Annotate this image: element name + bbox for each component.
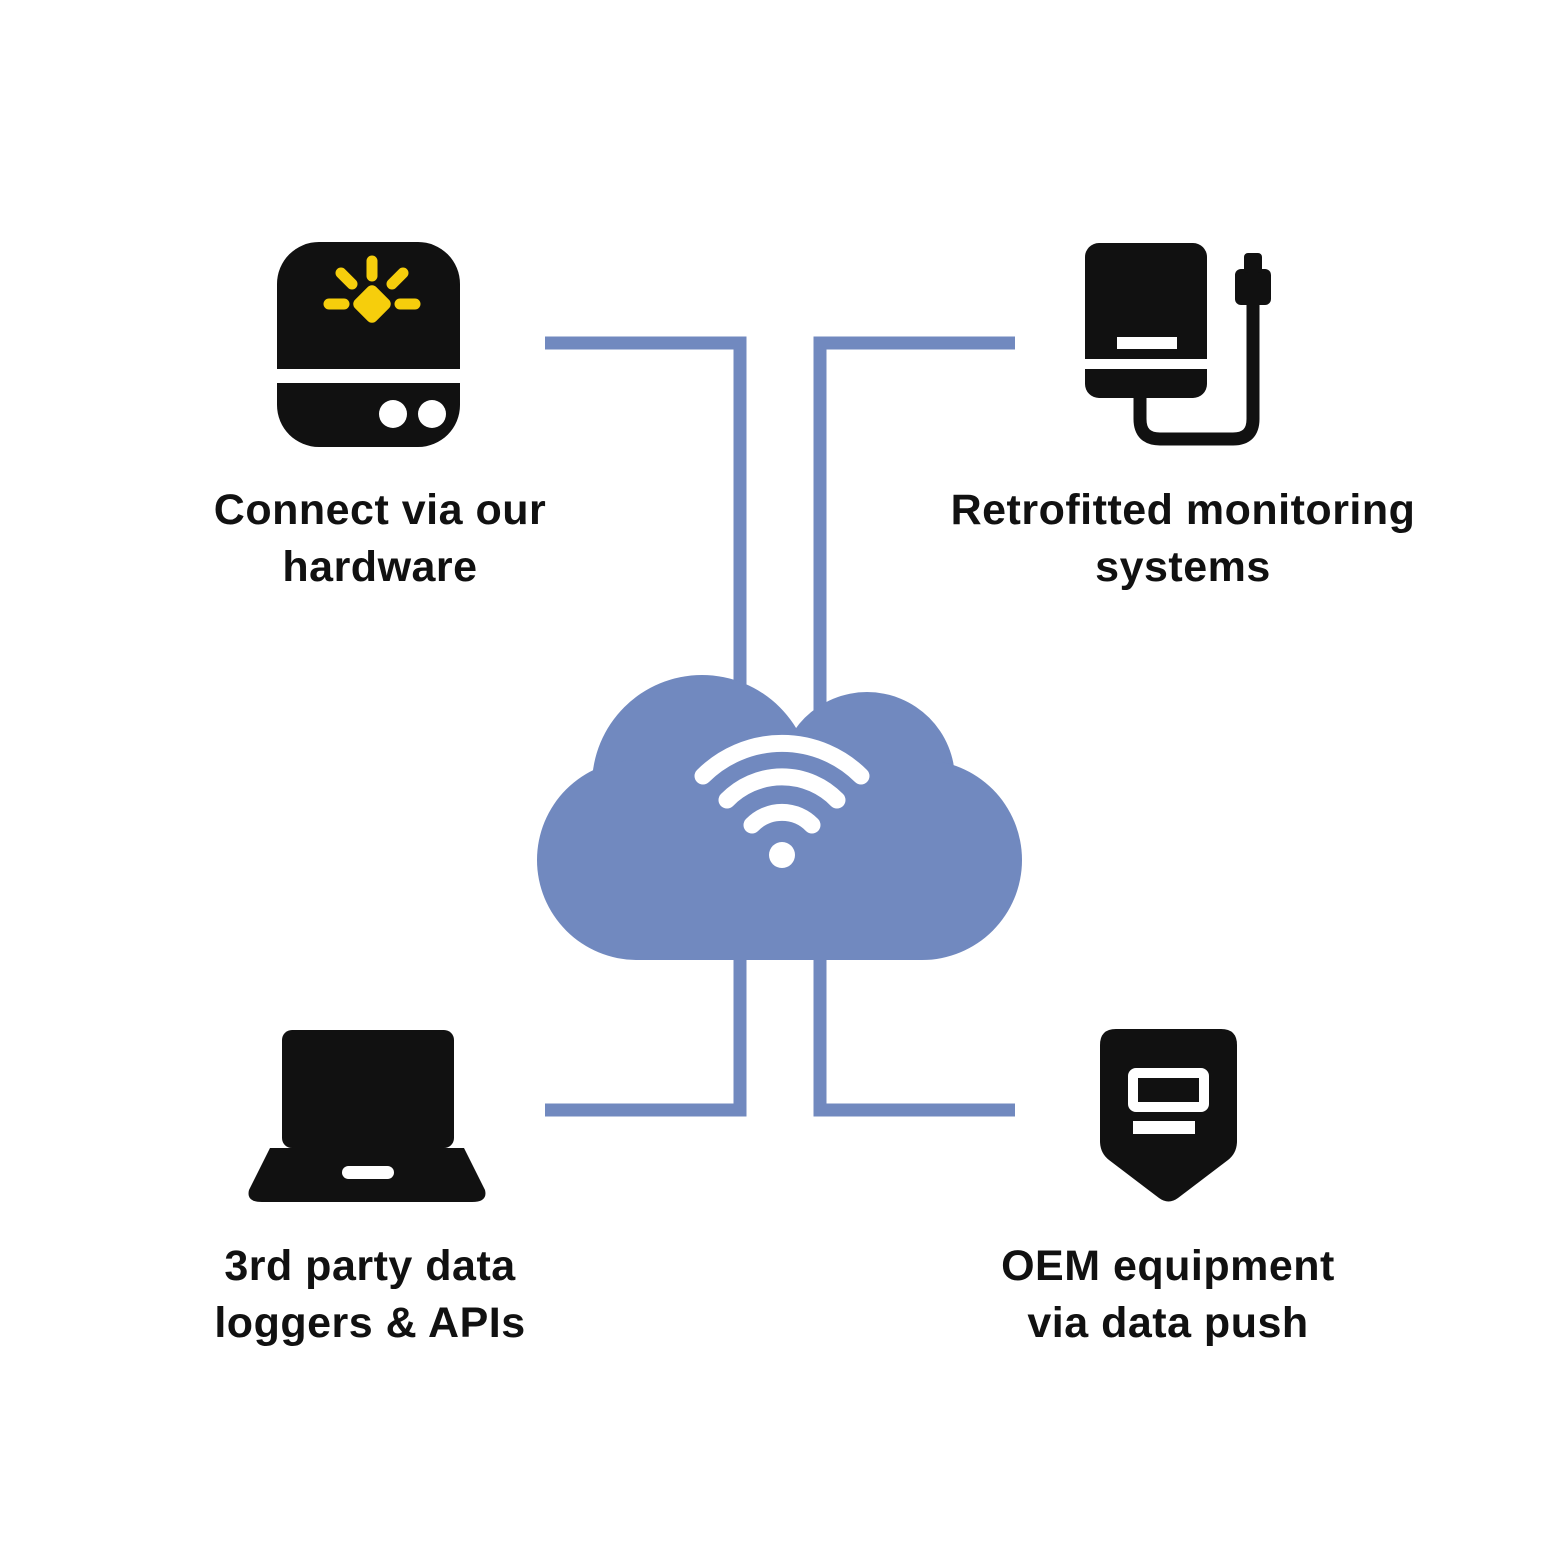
connector-bottom-left (545, 900, 747, 1117)
connector-top-left (545, 336, 747, 750)
connector-bottom-right (813, 900, 1015, 1117)
connector-top-right (813, 336, 1015, 750)
wifi-icon (694, 734, 870, 868)
label-retrofitted-monitoring: Retrofitted monitoring systems (950, 486, 1416, 591)
retrofit-plug-device-icon (1085, 243, 1271, 446)
label-third-party-loggers: 3rd party data loggers & APIs (214, 1242, 526, 1347)
cloud-wifi-icon (537, 675, 1022, 960)
laptop-icon (248, 1030, 486, 1202)
gateway-device-icon (277, 242, 460, 447)
sunburst-icon (323, 255, 421, 323)
meter-icon (1100, 1029, 1237, 1202)
label-connect-hardware: Connect via our hardware (213, 486, 547, 591)
label-oem-data-push: OEM equipment via data push (1001, 1242, 1335, 1347)
